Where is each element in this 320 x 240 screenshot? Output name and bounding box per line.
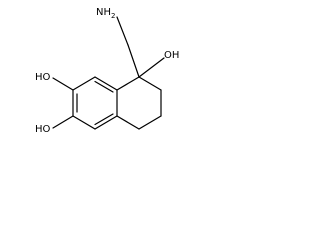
bond-to-top-oh bbox=[138, 57, 165, 78]
hydroxyl-upper-left-label: HO bbox=[35, 72, 51, 83]
hydroxyl-lower-left-label: HO bbox=[35, 124, 51, 135]
amine-main-text: NH bbox=[96, 7, 111, 18]
bond-sat-a bbox=[116, 76, 140, 91]
aromatic-ring bbox=[72, 76, 118, 130]
bond-to-ch2 bbox=[127, 44, 140, 78]
bond-sat-b bbox=[138, 76, 162, 91]
bond-ring-e bbox=[72, 115, 96, 130]
amine-label: NH2 bbox=[96, 7, 115, 20]
double-bond-inner-1 bbox=[94, 80, 114, 93]
bond-ring-d bbox=[94, 115, 118, 130]
bond-to-lower-ho bbox=[52, 115, 74, 129]
double-bond-inner-2 bbox=[94, 113, 114, 126]
bond-ch2-to-n bbox=[116, 16, 129, 46]
bond-to-upper-ho bbox=[52, 77, 74, 91]
amine-subscript: 2 bbox=[111, 12, 115, 20]
chemical-structure: NH2 OH HO HO bbox=[35, 7, 179, 135]
bond-sat-d bbox=[138, 115, 162, 130]
bond-ring-a bbox=[72, 76, 96, 91]
hydroxyl-top-label: OH bbox=[164, 50, 179, 61]
bond-sat-e bbox=[116, 115, 140, 130]
saturated-ring bbox=[116, 76, 162, 130]
bond-ring-b bbox=[94, 76, 118, 91]
